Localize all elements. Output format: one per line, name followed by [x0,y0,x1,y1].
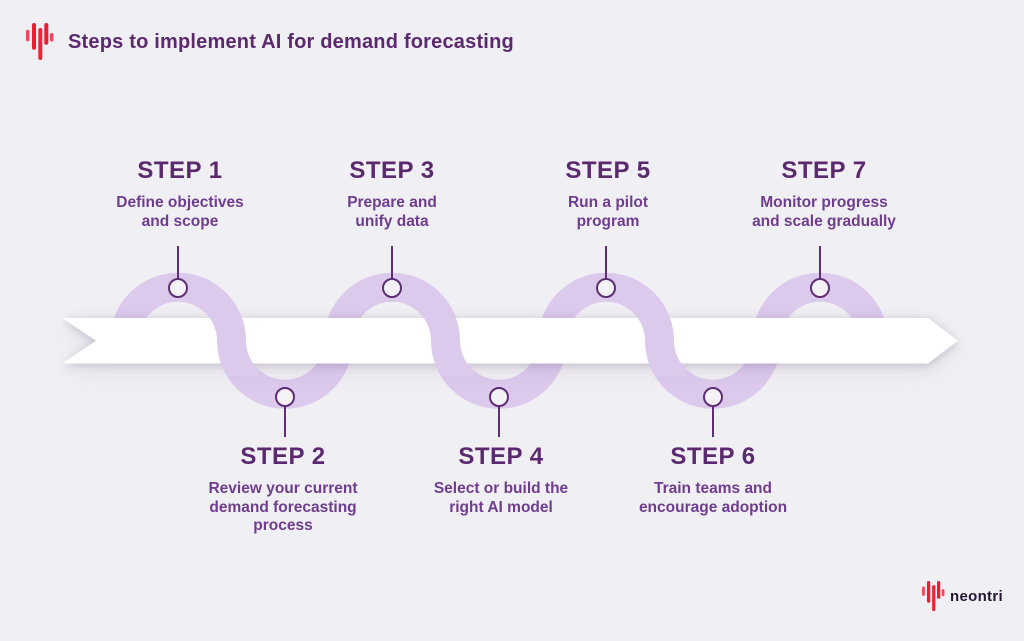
step-1-description: Define objectives and scope [116,194,244,230]
step-5-description: Run a pilot program [567,194,649,230]
neontri-logo: neontri [922,581,1003,612]
step-7-node [810,277,830,298]
step-6-label: STEP 6 [670,443,756,470]
step-3-node [382,277,402,298]
step-5-label: STEP 5 [565,157,651,184]
step-4-node [489,387,509,407]
step-4: STEP 4 Select or build the right AI mode… [385,443,617,517]
step-6-connector [712,406,714,437]
step-3: STEP 3 Prepare and unify data [276,157,508,231]
step-7-description: Monitor progress and scale gradually [752,194,896,230]
step-5-node [596,277,616,298]
step-7: STEP 7 Monitor progress and scale gradua… [708,157,940,231]
step-3-description: Prepare and unify data [347,194,437,230]
header: Steps to implement AI for demand forecas… [26,23,514,61]
page-title: Steps to implement AI for demand forecas… [68,30,514,53]
step-6: STEP 6 Train teams and encourage adoptio… [597,443,829,517]
step-4-connector [498,406,500,437]
step-7-label: STEP 7 [781,157,867,184]
step-2: STEP 2 Review your current demand foreca… [167,443,399,536]
timeline-arrow-band [62,318,958,364]
step-5: STEP 5 Run a pilot program [492,157,724,231]
step-2-node [275,387,295,407]
neontri-waveform-icon [922,581,945,612]
neontri-wordmark: neontri [950,588,1003,605]
step-3-connector [391,246,393,279]
step-1: STEP 1 Define objectives and scope [64,157,296,231]
step-1-label: STEP 1 [137,157,223,184]
step-1-connector [177,246,179,279]
timeline-wave-overlay [203,306,688,376]
step-7-connector [819,246,821,279]
step-5-connector [605,246,607,279]
step-6-description: Train teams and encourage adoption [638,480,788,516]
step-4-description: Select or build the right AI model [433,480,569,516]
step-2-connector [284,406,286,437]
step-4-label: STEP 4 [458,443,544,470]
step-3-label: STEP 3 [349,157,435,184]
step-6-node [703,387,723,407]
waveform-icon [26,23,54,60]
step-1-node [168,277,188,298]
step-2-description: Review your current demand forecasting p… [208,480,358,535]
step-2-label: STEP 2 [240,443,326,470]
